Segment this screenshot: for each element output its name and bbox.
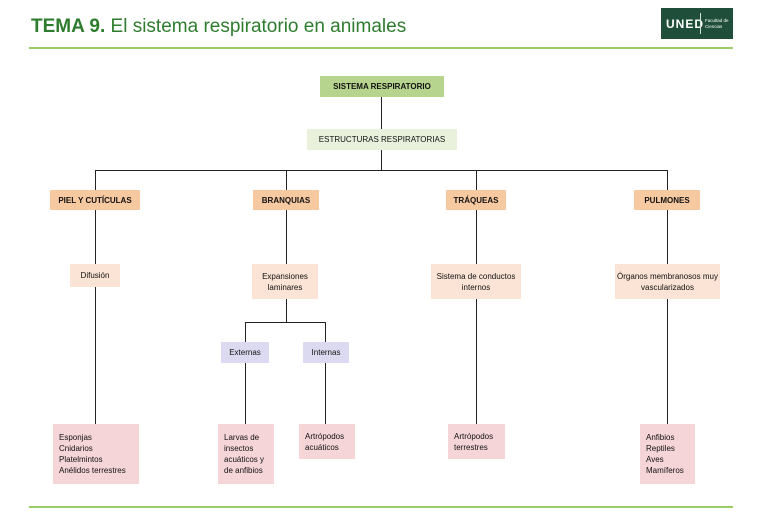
connector-gill-bus [245, 322, 326, 323]
gill-type-externas: Externas [221, 342, 269, 363]
examples-branquias-externas: Larvas de insectos acuáticos y de anfibi… [218, 424, 274, 484]
connector-structures-bus [381, 150, 382, 171]
category-pulmones: PULMONES [634, 190, 700, 210]
structures-node: ESTRUCTURAS RESPIRATORIAS [307, 129, 457, 150]
logo-text: UNED [666, 16, 705, 31]
examples-piel: Esponjas Cnidarios Platelmintos Anélidos… [53, 424, 139, 484]
mechanism-branquias: Expansiones laminares [252, 264, 318, 299]
examples-pulmones: Anfibios Reptiles Aves Mamíferos [640, 424, 695, 484]
connector-organos-examples [667, 299, 668, 424]
connector-root-structures [381, 97, 382, 129]
category-piel: PIEL Y CUTÍCULAS [50, 190, 140, 210]
connector-bus-branquias [286, 170, 287, 190]
connector-externas-examples [245, 363, 246, 424]
mechanism-piel: Difusión [70, 264, 120, 287]
connector-difusion-examples [95, 287, 96, 424]
uned-logo: UNED Facultad de Ciencias [661, 8, 733, 39]
category-branquias: BRANQUIAS [253, 190, 319, 210]
tema-number: TEMA 9. [31, 16, 106, 37]
mechanism-traqueas: Sistema de conductos internos [431, 264, 521, 299]
gill-type-internas: Internas [303, 342, 349, 363]
examples-branquias-internas: Artrópodos acuáticos [299, 424, 355, 459]
connector-traqueas-sistema [476, 210, 477, 264]
connector-bus-pulmones [667, 170, 668, 190]
connector-bus-internas [325, 322, 326, 342]
connector-expansiones-bus [286, 299, 287, 322]
connector-sistema-examples [476, 299, 477, 424]
connector-internas-examples [325, 363, 326, 424]
connector-pulmones-organos [667, 210, 668, 264]
root-node: SISTEMA RESPIRATORIO [320, 76, 444, 97]
connector-branquias-expansiones [286, 210, 287, 264]
page-title: TEMA 9. El sistema respiratorio en anima… [31, 16, 406, 38]
tema-title: El sistema respiratorio en animales [110, 16, 407, 37]
mechanism-pulmones: Órganos membranosos muy vascularizados [615, 264, 720, 299]
header-divider [29, 47, 733, 49]
connector-bus-traqueas [476, 170, 477, 190]
footer-divider [29, 506, 733, 508]
connector-bus-piel [95, 170, 96, 190]
connector-category-bus [95, 170, 667, 171]
category-traqueas: TRÁQUEAS [446, 190, 506, 210]
logo-divider [700, 13, 701, 34]
connector-bus-externas [245, 322, 246, 342]
examples-traqueas: Artrópodos terrestres [448, 424, 505, 459]
connector-piel-difusion [95, 210, 96, 264]
logo-subtext: Facultad de Ciencias [705, 17, 729, 29]
